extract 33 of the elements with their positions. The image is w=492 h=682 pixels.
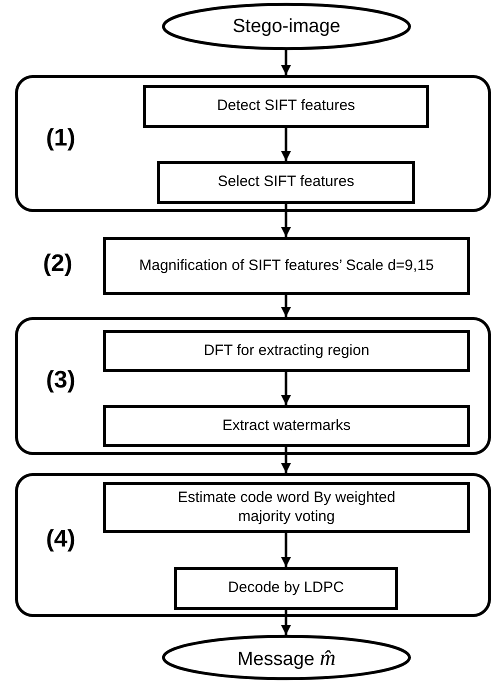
step-label: Extract watermarks: [222, 416, 351, 436]
process-box: [174, 567, 398, 610]
process-box: [103, 482, 470, 533]
step-label: Decode by LDPC: [228, 579, 344, 598]
arrow: [281, 204, 291, 237]
arrow: [281, 128, 291, 161]
terminal-oval: [161, 3, 412, 50]
stage-number: (3): [46, 366, 76, 394]
step-label: Detect SIFT features: [216, 97, 356, 116]
step-label: DFT for extracting region: [204, 342, 370, 360]
process-box: [157, 161, 415, 204]
stage-panel: [15, 473, 491, 617]
terminal-label: Message m̂: [237, 644, 336, 670]
arrow: [281, 295, 291, 317]
terminal-oval: [161, 635, 412, 680]
process-box: [103, 237, 470, 295]
arrow: [281, 447, 291, 473]
stage-number: (2): [43, 250, 72, 278]
stage-panel: [15, 317, 491, 455]
arrow: [281, 372, 291, 405]
stage-panel: [15, 75, 491, 212]
process-box: [143, 85, 429, 128]
step-label: Estimate code word By weighted majority voting: [176, 488, 396, 526]
terminal-label: Stego-image: [232, 16, 340, 38]
stage-number: (4): [46, 525, 76, 554]
step-label: Magnification of SIFT features’ Scale d=9,15: [139, 256, 434, 276]
arrow: [281, 610, 291, 635]
process-box: [103, 330, 470, 372]
step-label: Select SIFT features: [218, 173, 354, 192]
stage-number: (1): [46, 124, 76, 152]
arrow: [281, 50, 291, 75]
arrow: [281, 533, 291, 567]
process-box: [103, 405, 470, 447]
